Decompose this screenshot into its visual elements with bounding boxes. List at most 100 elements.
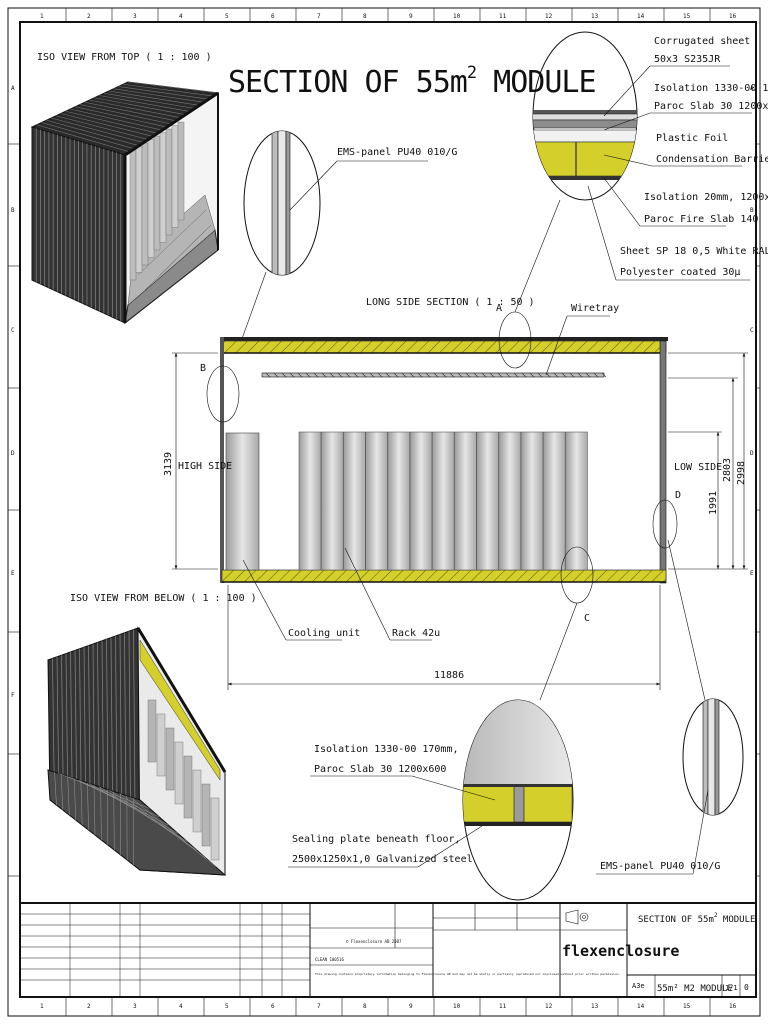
callout-isolation-roof-2: Paroc Slab 30 1200x600 bbox=[654, 101, 768, 112]
frame-row-label: E bbox=[11, 570, 15, 577]
frame-col-label: 4 bbox=[179, 1003, 183, 1010]
wiretray-tick bbox=[273, 372, 279, 378]
iso-below-label: ISO VIEW FROM BELOW ( 1 : 100 ) bbox=[70, 593, 257, 604]
callout-sheet-sp-2: Polyester coated 30μ bbox=[620, 267, 740, 278]
wiretray-tick bbox=[297, 372, 303, 378]
frame-col-label: 9 bbox=[409, 1003, 413, 1010]
frame-row-label: B bbox=[11, 207, 15, 214]
wiretray-tick bbox=[561, 372, 567, 378]
floor-grid-line bbox=[129, 796, 216, 867]
floor-grid-line bbox=[60, 774, 64, 811]
wiretray-tick bbox=[393, 372, 399, 378]
dimensions: 3139 HIGH SIDE 2998 2803 1991 LOW SIDE 1… bbox=[163, 352, 748, 690]
roof-rib bbox=[70, 108, 163, 131]
rack bbox=[409, 431, 433, 571]
callout-isolation-20-2: Paroc Fire Slab 140 bbox=[644, 214, 758, 225]
frame-row-labels: A B C D E F A B C D E bbox=[11, 85, 754, 699]
frame-col-label: 3 bbox=[133, 13, 137, 20]
tb-block-text: CLEAN 100516 bbox=[315, 957, 344, 962]
frame-col-label: 16 bbox=[729, 13, 737, 20]
wiretray-tick bbox=[553, 372, 559, 378]
callout-wiretray: Wiretray bbox=[571, 303, 619, 314]
wiretray-tick bbox=[457, 372, 463, 378]
frame-col-label: 9 bbox=[409, 13, 413, 20]
frame-col-label: 1 bbox=[40, 1003, 44, 1010]
floor-grid-line bbox=[58, 773, 150, 809]
rack bbox=[520, 431, 544, 571]
tb-revision: 0 bbox=[744, 983, 749, 992]
marker-c: C bbox=[584, 613, 590, 624]
callout-isolation-20-1: Isolation 20mm, 1200x1800 bbox=[644, 192, 768, 203]
wiretray-tick bbox=[369, 372, 375, 378]
wiretray-tick bbox=[489, 372, 495, 378]
roof-rib bbox=[51, 117, 144, 143]
tb-brand: flexenclosure bbox=[562, 942, 679, 960]
wiretray-tick bbox=[593, 372, 599, 378]
wiretray-tick bbox=[401, 372, 407, 378]
wiretray-tick bbox=[305, 372, 311, 378]
label-high-side: HIGH SIDE bbox=[178, 461, 232, 472]
frame-row-label: D bbox=[750, 450, 754, 457]
frame-col-label: 16 bbox=[729, 1003, 737, 1010]
frame-row-label: E bbox=[750, 570, 754, 577]
frame-col-label: 11 bbox=[499, 1003, 507, 1010]
frame-col-label: 6 bbox=[271, 1003, 275, 1010]
roof-rib bbox=[75, 106, 167, 128]
floor-grid-line bbox=[54, 772, 57, 806]
rack bbox=[343, 431, 366, 571]
iso-rack bbox=[141, 142, 149, 266]
frame-col-label: 12 bbox=[545, 1003, 553, 1010]
callouts-detail-c: Isolation 1330-00 170mm, Paroc Slab 30 1… bbox=[288, 744, 496, 868]
tb-size: A3e bbox=[632, 982, 645, 990]
rack bbox=[320, 431, 344, 571]
wiretray-tick bbox=[321, 372, 327, 378]
callout-cooling: Cooling unit bbox=[288, 628, 360, 639]
iso-rack bbox=[210, 797, 220, 861]
roof-rib bbox=[123, 83, 214, 97]
frame-col-label: 12 bbox=[545, 13, 553, 20]
tb-proprietary: This drawing contains proprietary inform… bbox=[315, 972, 620, 976]
detail-ems-top: EMS-panel PU40 010/G bbox=[237, 130, 457, 351]
detail-c-floor bbox=[462, 602, 578, 901]
callout-sheet-sp-1: Sheet SP 18 0,5 White RAL 9010, bbox=[620, 246, 768, 257]
wiretray-tick bbox=[265, 372, 271, 378]
frame-col-label: 2 bbox=[87, 1003, 91, 1010]
frame-col-label: 8 bbox=[363, 1003, 367, 1010]
frame-col-label: 14 bbox=[637, 1003, 645, 1010]
iso-rack bbox=[174, 741, 184, 805]
wiretray-tick bbox=[585, 372, 591, 378]
title-block: SECTION OF 55m2 MODULE flexenclosure 55m… bbox=[19, 902, 757, 998]
detail-markers: A B C D bbox=[200, 303, 681, 624]
frame-col-label: 4 bbox=[179, 13, 183, 20]
frame-row-label: A bbox=[750, 85, 754, 92]
callout-sealing-1: Sealing plate beneath floor, bbox=[292, 834, 461, 845]
iso-rack bbox=[153, 135, 161, 251]
roof-rib bbox=[99, 95, 191, 112]
frame-col-label: 15 bbox=[683, 13, 691, 20]
roof-rib bbox=[79, 104, 172, 125]
wiretray-tick bbox=[417, 372, 423, 378]
label-low-side: LOW SIDE bbox=[674, 462, 722, 473]
wiretray-tick bbox=[353, 372, 359, 378]
iso-rack bbox=[183, 755, 193, 819]
callouts-detail-a: Corrugated sheet 50x3 S235JR Isolation 1… bbox=[587, 36, 768, 281]
frame-col-label: 10 bbox=[453, 1003, 461, 1010]
wiretray-tick bbox=[361, 372, 367, 378]
dim-height-low-outer: 2998 bbox=[736, 461, 747, 485]
long-side-section bbox=[220, 337, 668, 584]
callout-isolation-floor-2: Paroc Slab 30 1200x600 bbox=[314, 764, 446, 775]
iso-rack bbox=[165, 128, 173, 236]
rack bbox=[365, 431, 388, 571]
floor-grid-line bbox=[106, 789, 109, 846]
callout-isolation-floor-1: Isolation 1330-00 170mm, bbox=[314, 744, 459, 755]
roof-rib bbox=[65, 110, 158, 134]
frame-col-label: 2 bbox=[87, 13, 91, 20]
floor-grid-line bbox=[113, 791, 115, 851]
iso-rack bbox=[135, 146, 143, 273]
wiretray-tick bbox=[473, 372, 479, 378]
frame-row-label: B bbox=[750, 207, 754, 214]
wiretray-tick bbox=[329, 372, 335, 378]
roof-rib bbox=[89, 99, 181, 119]
wiretray-tick bbox=[569, 372, 575, 378]
